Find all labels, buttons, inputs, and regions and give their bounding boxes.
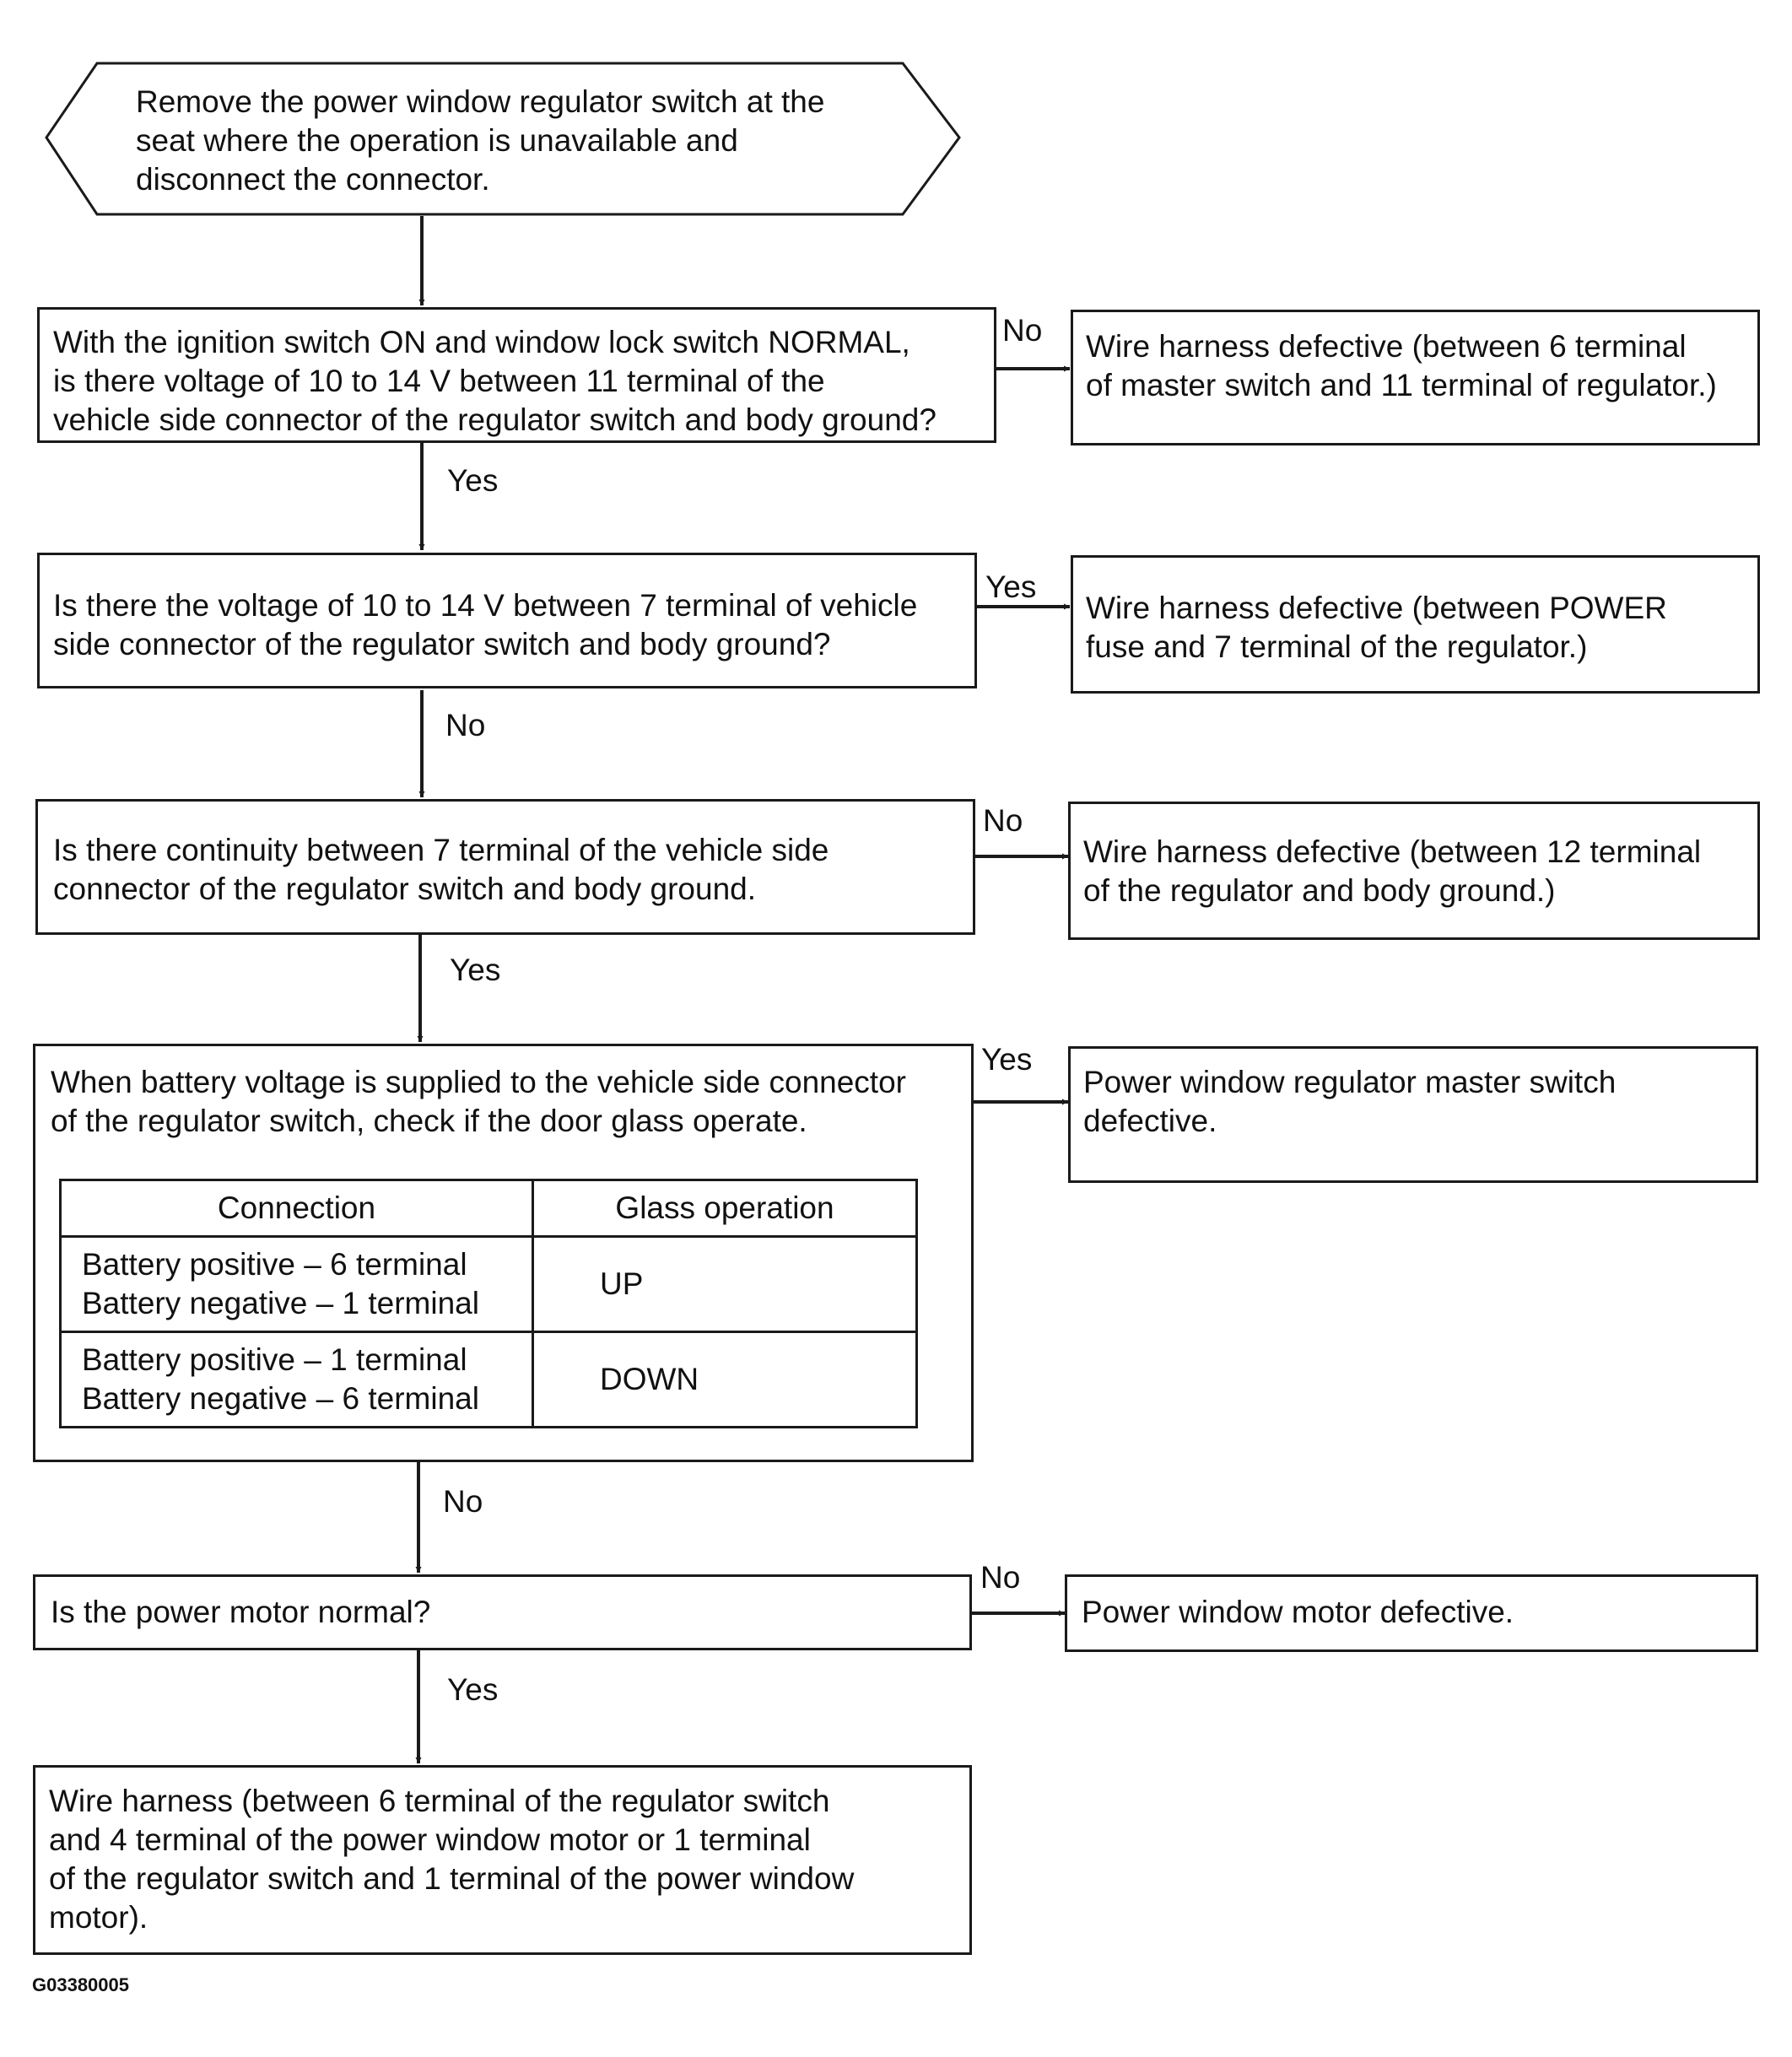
decision-1-question: With the ignition switch ON and window l… [53,325,936,437]
decision-box-3 [35,799,975,935]
decision-5-down-label: Yes [447,1672,499,1707]
connection-table: Connection Glass operation Battery posit… [59,1179,918,1428]
result-1-text: Wire harness defective (between 6 termin… [1086,329,1717,402]
result-box-2 [1071,555,1760,694]
decision-3-down-label: Yes [450,953,501,987]
decision-2-side-label: Yes [985,570,1037,604]
decision-4-side-label: Yes [981,1042,1033,1077]
decision-1-down-label: Yes [447,463,499,498]
decision-4-question: When battery voltage is supplied to the … [51,1065,906,1138]
result-5-text: Power window motor defective. [1082,1595,1514,1629]
decision-3-side-label: No [983,803,1023,838]
result-box-5 [1065,1574,1758,1652]
decision-1-side-label: No [1002,313,1043,348]
table-cell-operation: DOWN [532,1331,918,1428]
decision-box-1 [37,307,996,443]
final-result-text: Wire harness (between 6 terminal of the … [49,1784,855,1935]
table-cell-operation: UP [532,1235,918,1333]
table-header-glass-operation: Glass operation [532,1179,918,1238]
table-cell-connection: Battery positive – 1 terminal Battery ne… [59,1331,534,1428]
decision-3-question: Is there continuity between 7 terminal o… [53,833,829,906]
result-box-1 [1071,310,1760,445]
start-node-text: Remove the power window regulator switch… [136,84,825,197]
table-header-connection: Connection [59,1179,534,1238]
result-4-text: Power window regulator master switch def… [1083,1065,1617,1138]
decision-5-side-label: No [980,1560,1021,1595]
decision-2-question: Is there the voltage of 10 to 14 V betwe… [53,588,918,661]
table-row: Battery positive – 1 terminal Battery ne… [59,1331,918,1428]
figure-code: G03380005 [32,1974,129,1995]
start-terminator-shape [45,62,961,216]
decision-box-2 [37,553,977,688]
result-box-4 [1068,1046,1758,1183]
decision-5-question: Is the power motor normal? [51,1595,431,1629]
table-row: Battery positive – 6 terminal Battery ne… [59,1235,918,1333]
result-box-3 [1068,802,1760,940]
result-2-text: Wire harness defective (between POWER fu… [1086,591,1667,664]
decision-2-down-label: No [445,708,486,742]
table-header-row: Connection Glass operation [59,1179,918,1238]
result-3-text: Wire harness defective (between 12 termi… [1083,834,1702,908]
table-cell-connection: Battery positive – 6 terminal Battery ne… [59,1235,534,1333]
final-result-box [33,1765,972,1955]
decision-4-down-label: No [443,1484,483,1519]
decision-box-5 [33,1574,972,1650]
